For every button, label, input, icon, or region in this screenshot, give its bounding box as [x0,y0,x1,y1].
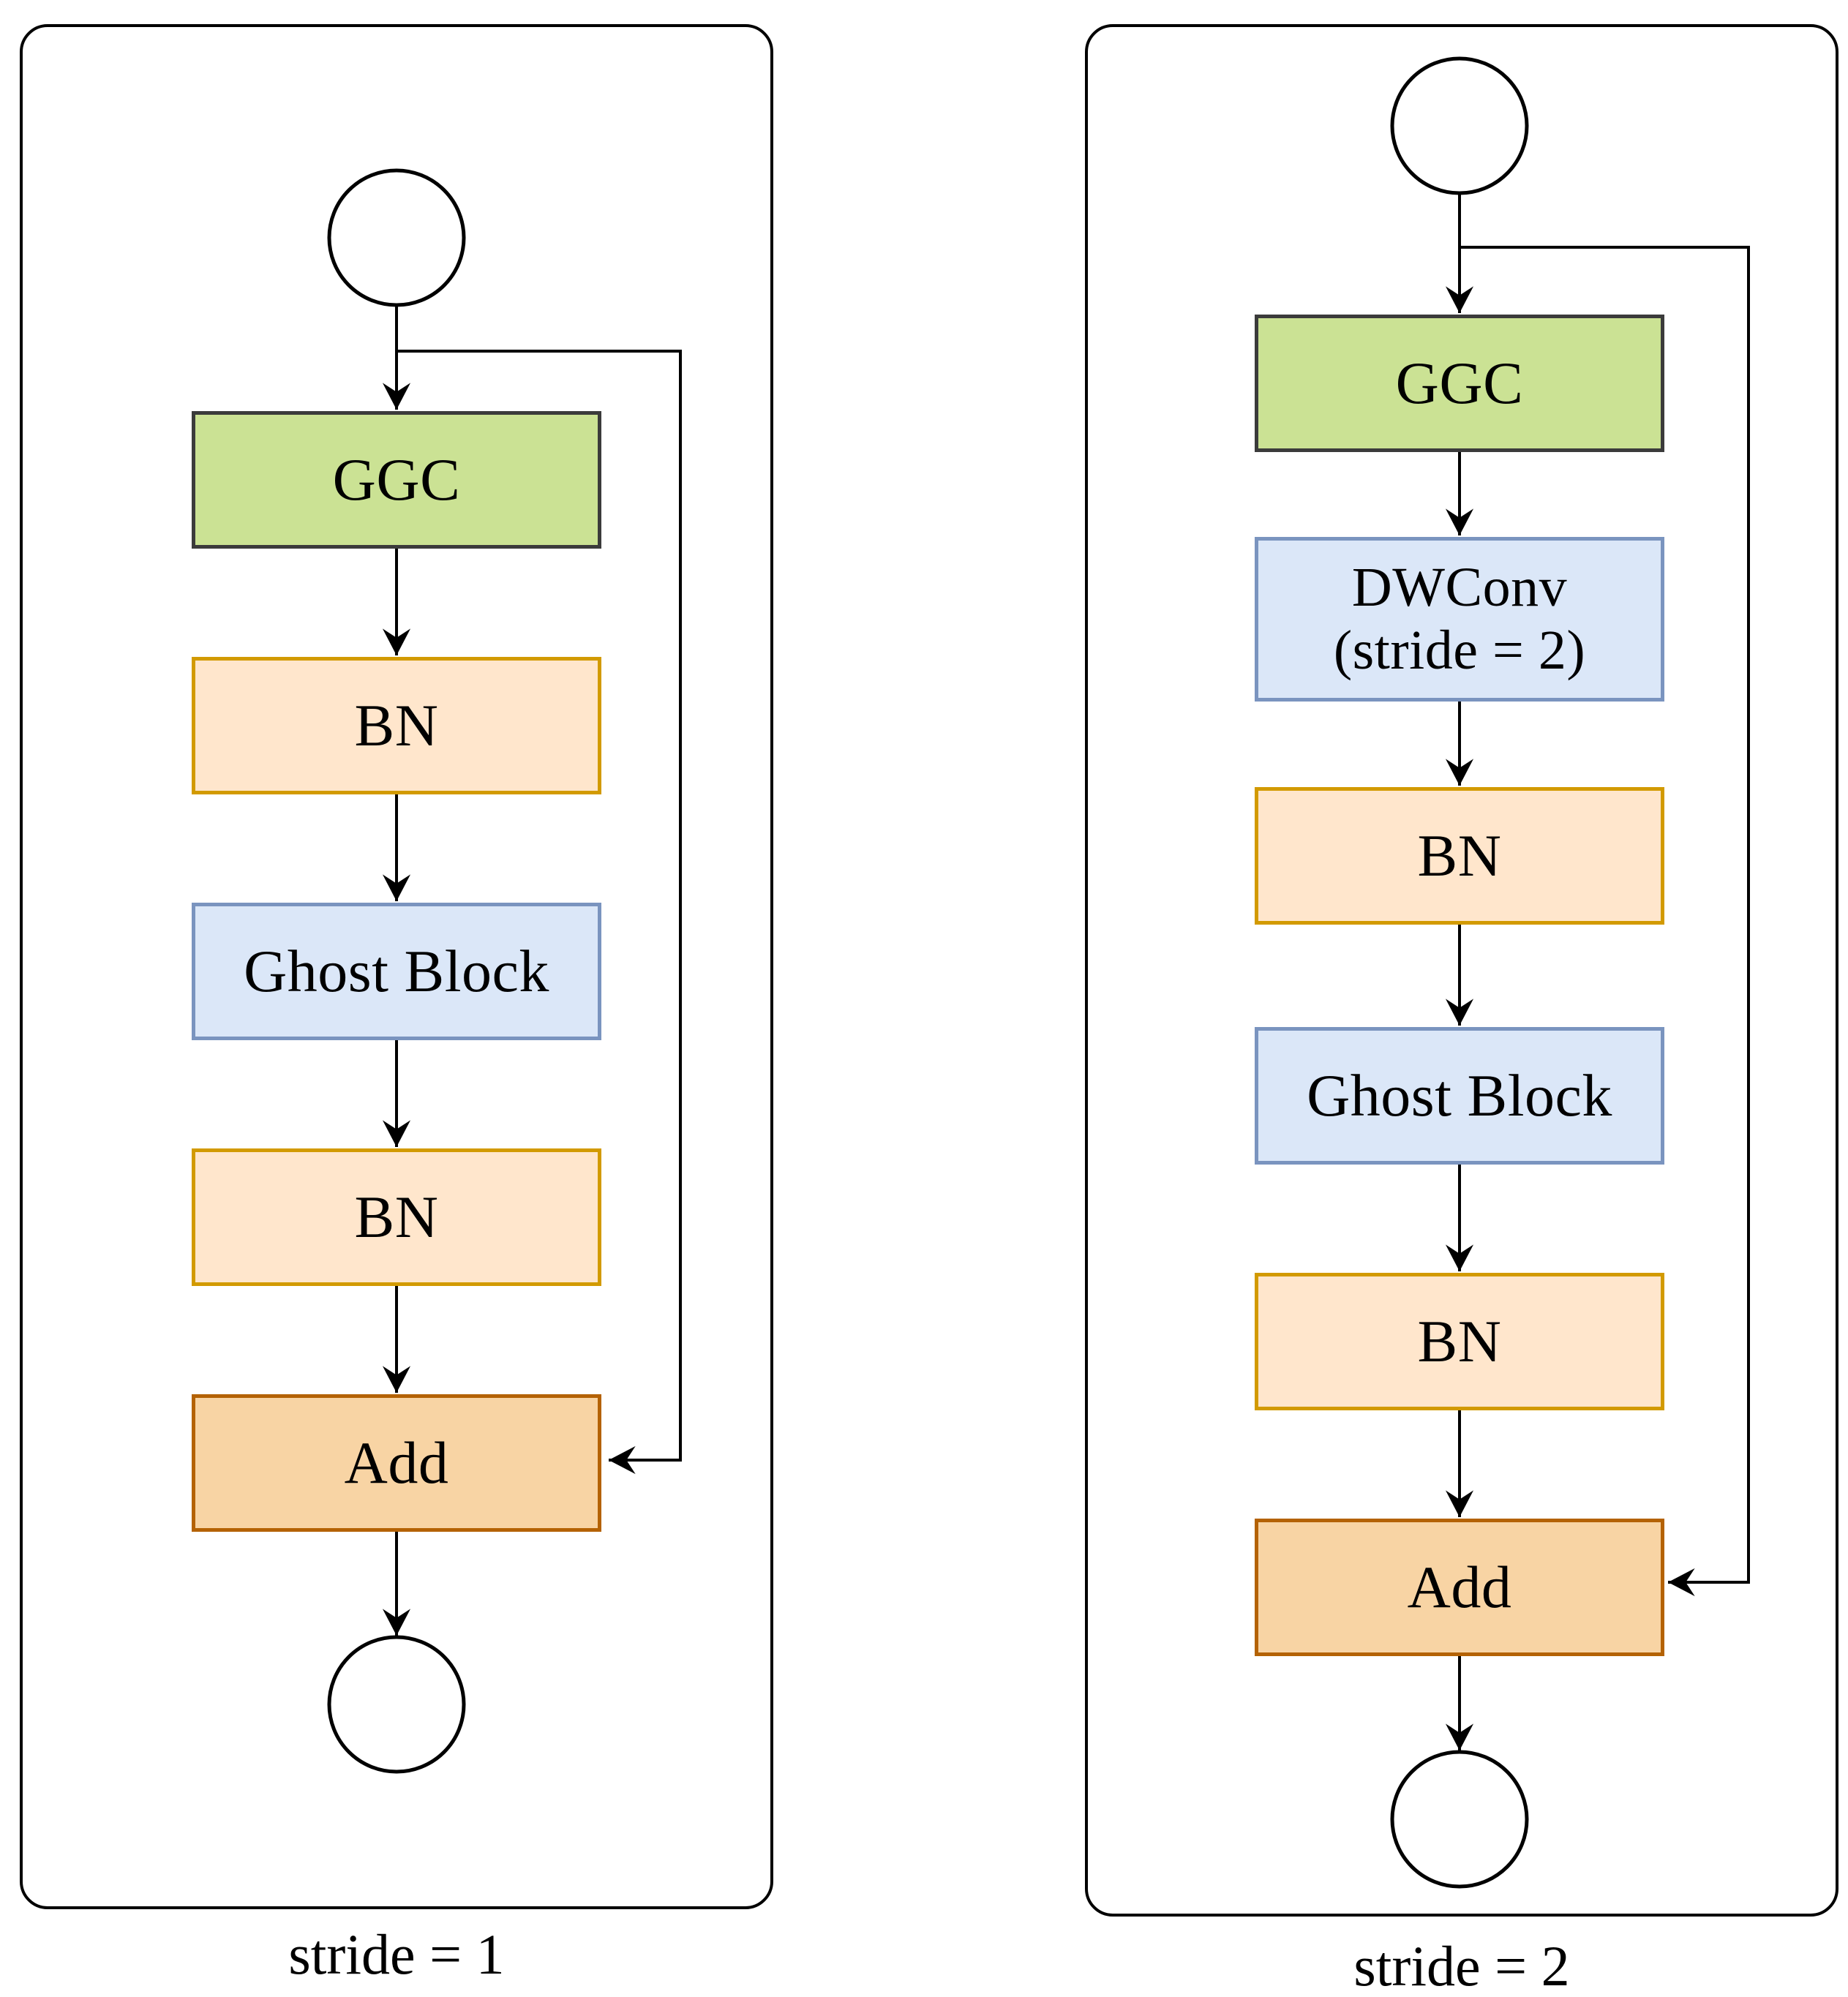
node-dwconv-stride2: DWConv (stride = 2) [1255,537,1664,702]
node-label: Add [344,1429,449,1497]
node-ghost-block-stride2: Ghost Block [1255,1027,1664,1165]
node-bn1-stride2: BN [1255,787,1664,925]
node-label: BN [1417,1308,1502,1375]
node-ggc-stride1: GGC [192,411,601,549]
node-sublabel: (stride = 2) [1333,619,1586,681]
node-label: BN [354,1184,439,1251]
node-label: GGC [332,446,461,514]
node-ggc-stride2: GGC [1255,315,1664,452]
stride1-caption: stride = 1 [288,1922,505,1986]
node-ghost-block-stride1: Ghost Block [192,903,601,1040]
stride1-panel [20,24,773,1909]
node-add-stride2: Add [1255,1519,1664,1656]
node-label: BN [354,692,439,759]
stride2-caption: stride = 2 [1353,1934,1570,1997]
node-label: Ghost Block [1307,1062,1612,1129]
node-label: Add [1407,1554,1512,1621]
node-label: BN [1417,822,1502,890]
node-label: Ghost Block [244,938,549,1005]
stride2-panel [1085,24,1838,1917]
node-bn2-stride2: BN [1255,1273,1664,1410]
node-label: GGC [1395,350,1524,417]
node-add-stride1: Add [192,1394,601,1532]
node-label: DWConv [1351,557,1568,619]
node-bn2-stride1: BN [192,1148,601,1286]
node-bn1-stride1: BN [192,657,601,794]
